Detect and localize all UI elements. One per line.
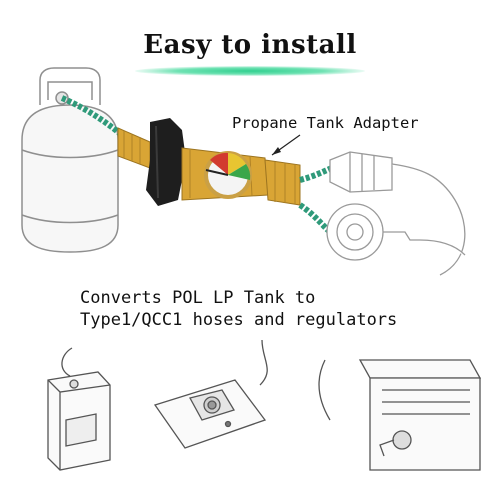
grill-icon [318, 359, 482, 471]
description-caption: Converts POL LP Tank to Type1/QCC1 hoses… [80, 287, 397, 331]
tank-hose [60, 95, 130, 143]
stove-burner-icon [153, 339, 268, 449]
propane-tank-adapter [117, 118, 301, 206]
adapter-callout-label: Propane Tank Adapter [232, 114, 419, 132]
handwheel-knob [146, 118, 186, 206]
outlet-hose [299, 165, 334, 183]
caption-line-1: Converts POL LP Tank to [80, 288, 316, 308]
propane-tank-icon [21, 67, 119, 253]
qcc1-connector-icon [326, 151, 466, 276]
water-heater-icon [47, 347, 111, 471]
page-title: Easy to install [143, 30, 357, 60]
caption-line-2: Type1/QCC1 hoses and regulators [80, 310, 398, 330]
title-underline-glow [135, 66, 365, 76]
